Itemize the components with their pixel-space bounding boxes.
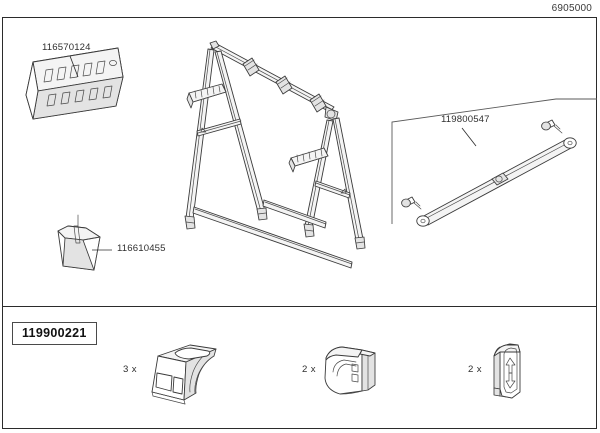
panel-divider (2, 306, 597, 307)
document-code: 6905000 (551, 3, 592, 14)
part-number-116570124: 116570124 (42, 42, 91, 53)
part-number-119800547: 119800547 (441, 114, 490, 125)
diagram-outer-frame (2, 17, 597, 429)
quantity-arrow-slider-cap: 2 x (468, 364, 482, 375)
part-number-116610455: 116610455 (117, 243, 166, 254)
kit-code-119900221: 119900221 (12, 322, 97, 345)
quantity-hinge-housing-cap: 2 x (302, 364, 316, 375)
quantity-top-pad-cover: 3 x (123, 364, 137, 375)
